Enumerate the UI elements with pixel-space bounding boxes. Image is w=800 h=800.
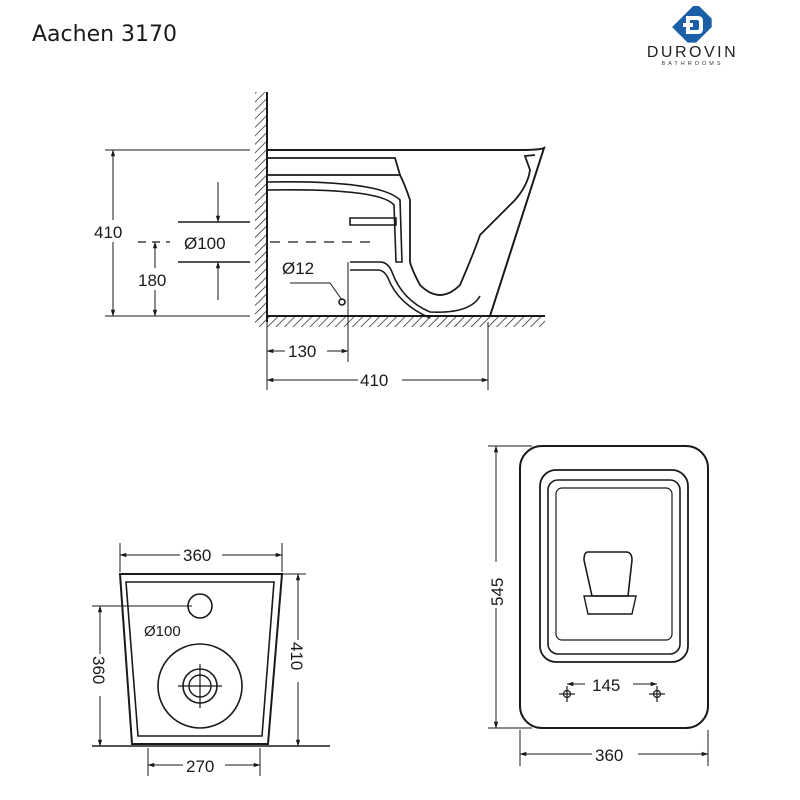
brand-logo-icon: [672, 3, 712, 43]
floor-hatch: [255, 316, 545, 327]
side-waste-diameter-label: Ø100: [184, 234, 226, 253]
brand-subtitle: BATHROOMS: [661, 61, 724, 67]
front-waste-diameter-label: Ø100: [144, 623, 181, 640]
bowl-outline: [267, 146, 546, 317]
bowl-inner: [399, 154, 536, 296]
brand-logo: DUROVIN BATHROOMS: [630, 3, 755, 70]
side-inlet-offset-label: 130: [288, 342, 316, 361]
side-view: [105, 92, 546, 390]
fixing-hole-left: [559, 686, 575, 702]
front-view: [92, 543, 330, 776]
top-view: [488, 445, 709, 766]
side-depth-label: 410: [360, 371, 388, 390]
side-waste-height-label: 180: [138, 271, 166, 290]
brand-name: DUROVIN: [646, 44, 739, 61]
top-trap: [583, 551, 633, 597]
side-view-labels: 410 180 Ø100 Ø12 130 410: [92, 220, 402, 391]
wall-hatch: [255, 92, 267, 320]
front-left-height-label: 360: [89, 656, 108, 684]
side-inlet-diameter-label: Ø12: [282, 259, 314, 278]
top-view-labels: 145 545 360: [486, 562, 638, 766]
waste-pipe: [349, 217, 397, 226]
front-view-labels: 360 270 Ø100 360 410: [89, 545, 308, 776]
top-width-label: 360: [595, 746, 623, 765]
front-bottom-width-label: 270: [186, 757, 214, 776]
inlet-point: [338, 298, 346, 306]
side-height-label: 410: [94, 223, 122, 242]
fixing-hole-right: [649, 686, 665, 702]
front-waste-circle: [157, 643, 243, 729]
top-fixing-spacing-label: 145: [592, 676, 620, 695]
product-title: Aachen 3170: [32, 22, 178, 47]
front-top-width-label: 360: [183, 546, 211, 565]
front-right-height-label: 410: [287, 642, 306, 670]
front-body-inner: [125, 581, 275, 737]
front-body-outer: [118, 573, 284, 745]
top-body-outer: [519, 445, 709, 729]
top-length-label: 545: [488, 578, 507, 606]
